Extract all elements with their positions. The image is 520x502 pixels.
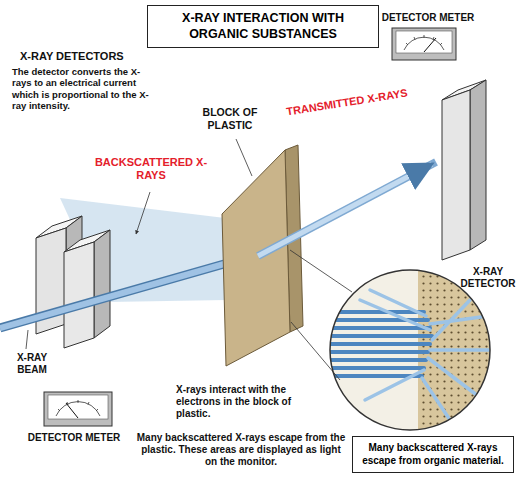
leader-lines [291, 322, 340, 380]
zoom-circle [418, 270, 490, 430]
part-label: BLOCK OF PLASTIC [190, 106, 270, 131]
transmitted-beam [258, 162, 436, 256]
xray-beam [0, 264, 224, 328]
zoom-circle [430, 348, 490, 352]
part-label: DETECTOR METER [18, 432, 130, 444]
part-label: DETECTOR METER [376, 12, 480, 24]
leader-lines [26, 139, 352, 380]
zoom-circle [326, 366, 424, 370]
zoom-circle [326, 334, 432, 338]
detector-meter [56, 402, 100, 416]
plastic-block [222, 150, 290, 366]
detector-meter [44, 392, 112, 426]
detector-meter [44, 392, 112, 426]
detector-meter [48, 395, 108, 419]
note-text: Many backscattered X-rays escape from th… [135, 432, 347, 468]
leader-lines [290, 250, 352, 292]
ray-label: TRANSMITTED X-RAYS [268, 84, 426, 122]
part-label: X-RAY BEAM [4, 352, 60, 376]
zoom-circle [326, 270, 490, 430]
detector-meter [66, 403, 78, 418]
xray-beam [0, 264, 224, 328]
leader-lines [236, 139, 252, 176]
zoom-circle [360, 290, 490, 420]
left-detectors [94, 230, 110, 338]
zoom-circle [422, 378, 450, 420]
leader-lines [136, 192, 150, 234]
zoom-circle [326, 358, 426, 362]
detector-meter [424, 38, 436, 52]
ray-label: BACKSCATTERED X-RAYS [92, 156, 210, 182]
zoom-circle [326, 270, 490, 430]
zoom-circle [330, 270, 490, 430]
note-text: The detector converts the X-rays to an e… [12, 66, 158, 112]
heading-label: X-RAY DETECTORS [20, 50, 170, 63]
zoom-circle [326, 312, 432, 376]
zoom-circle [430, 316, 488, 324]
zoom-circle [360, 300, 430, 330]
note-box: Many backscattered X-rays escape from or… [352, 436, 514, 473]
detector-meter [404, 37, 444, 50]
xray-beam [0, 264, 224, 328]
detector-meter [58, 400, 98, 411]
zoom-circle [370, 290, 426, 316]
right-detector [470, 80, 486, 250]
right-detector [442, 80, 486, 260]
detector-meter [392, 28, 456, 60]
note-text: Many backscattered X-rays escape from or… [359, 442, 507, 467]
left-detectors [36, 216, 110, 348]
zoom-circle [428, 358, 478, 396]
leader-lines [26, 330, 28, 349]
part-label: X-RAY DETECTOR [459, 266, 517, 290]
left-detectors [64, 242, 94, 348]
detector-meter [406, 35, 442, 45]
zoom-circle [326, 342, 430, 346]
transmitted-beam [258, 164, 432, 256]
right-detector [442, 90, 470, 260]
detector-meter [392, 28, 456, 60]
zoom-circle [326, 350, 428, 354]
title-box: X-RAY INTERACTION WITH ORGANIC SUBSTANCE… [147, 5, 379, 48]
zoom-circle [365, 370, 424, 400]
zoom-circle [326, 326, 430, 330]
transmitted-beam [258, 162, 436, 256]
title-text: X-RAY INTERACTION WITH ORGANIC SUBSTANCE… [156, 11, 370, 42]
note-text: X-rays interact with the electrons in th… [176, 384, 328, 420]
detector-meter [396, 31, 452, 53]
